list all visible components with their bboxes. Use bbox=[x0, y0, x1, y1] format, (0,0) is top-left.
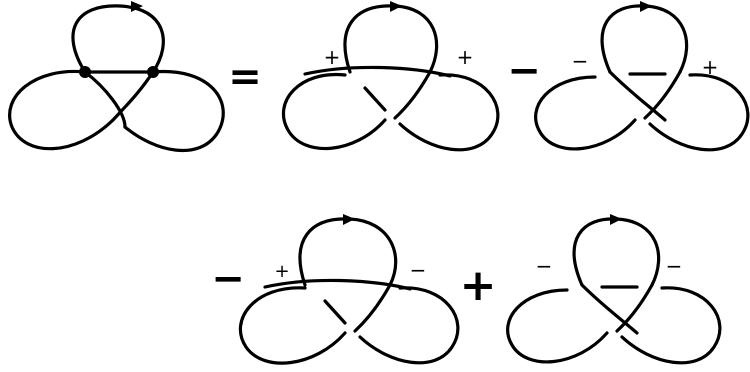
vertex-dot-right bbox=[147, 66, 159, 78]
graph-right-loop bbox=[123, 69, 225, 153]
term-3-trefoil: + − bbox=[238, 214, 460, 365]
equals-sign: = bbox=[228, 54, 262, 100]
term-2-operator: − bbox=[507, 48, 541, 94]
graph-left-loop bbox=[8, 69, 115, 151]
term-1-right-sign: + bbox=[457, 45, 474, 69]
graph-top-loop bbox=[71, 1, 165, 74]
vertex-dot-left bbox=[79, 66, 91, 78]
term-2-left-sign: − bbox=[572, 49, 589, 73]
term-3-operator: − bbox=[211, 256, 245, 302]
singular-trivalent-graph bbox=[8, 1, 225, 153]
term-2-trefoil: − + bbox=[534, 1, 750, 152]
term-4-right-sign: − bbox=[666, 254, 683, 278]
term-1-left-sign: + bbox=[324, 45, 341, 69]
term-3-left-sign: + bbox=[274, 261, 289, 282]
term-3-right-sign: − bbox=[410, 258, 427, 282]
term-2-right-sign: + bbox=[702, 55, 719, 79]
graph-crossings bbox=[83, 70, 155, 129]
term-4-left-sign: − bbox=[536, 254, 553, 278]
term-4-trefoil: − − bbox=[506, 214, 722, 365]
term-1-trefoil: + + bbox=[281, 1, 500, 152]
term-4-operator: + bbox=[460, 260, 497, 311]
